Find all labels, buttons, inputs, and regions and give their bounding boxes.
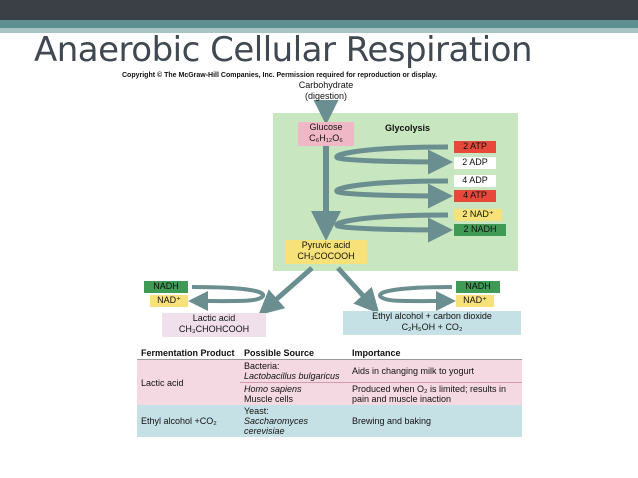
accent-stripe-light [0, 28, 638, 33]
glycolysis-label: Glycolysis [385, 123, 431, 133]
lactic-formula: CH₃CHOHCOOH [178, 324, 250, 334]
arrow-pyruvic-lactic [258, 266, 314, 316]
pyruvic-label: Pyruvic acid [301, 240, 351, 250]
adp2-box: 2 ADP [454, 157, 496, 169]
right-nadh-box: NADH [456, 281, 500, 293]
arrow-nadh-right [377, 285, 456, 312]
row-source: Yeast: Saccharomyces cerevisiae [240, 405, 348, 437]
source-label: Yeast: [244, 406, 269, 416]
table-row: Homo sapiens Muscle cells Produced when … [137, 382, 522, 405]
source-name: Saccharomyces cerevisiae [244, 416, 309, 436]
row-importance: Aids in changing milk to yogurt [348, 359, 522, 383]
atp2-box: 2 ATP [454, 141, 496, 153]
pyruvic-box: Pyruvic acid CH₃COCOOH [285, 240, 367, 264]
top-bar [0, 0, 638, 20]
ethyl-formula: C₂H₅OH + CO₂ [401, 322, 463, 332]
glucose-box: Glucose C₆H₁₂O₆ [298, 122, 354, 146]
header-source: Possible Source [244, 348, 315, 358]
carbohydrate-label: Carbohydrate [298, 80, 354, 90]
fermentation-table: Fermentation Product Possible Source Imp… [137, 347, 522, 437]
row-source: Bacteria: Lactobacillus bulgaricus [240, 359, 348, 383]
row-product: Lactic acid [137, 359, 240, 405]
arrow-nadh-left [188, 285, 266, 312]
row-importance: Produced when O₂ is limited; results in … [348, 382, 522, 405]
pyruvic-formula: CH₃COCOOH [297, 251, 355, 261]
nadh2-box: 2 NADH [454, 224, 506, 236]
glucose-formula: C₆H₁₂O₆ [309, 133, 343, 143]
lactic-label: Lactic acid [192, 313, 236, 323]
arrow-nadh-glyc [334, 212, 453, 243]
source-name: Lactobacillus bulgaricus [244, 371, 340, 381]
row-product: Ethyl alcohol +CO₂ [137, 405, 240, 437]
copyright-notice: Copyright © The McGraw-Hill Companies, I… [122, 72, 438, 79]
right-nad-box: NAD⁺ [456, 295, 494, 307]
adp4-box: 4 ADP [454, 175, 496, 187]
header-importance: Importance [352, 348, 401, 358]
source-label: Bacteria: [244, 361, 280, 371]
ethyl-box: Ethyl alcohol + carbon dioxide C₂H₅OH + … [343, 311, 521, 335]
lactic-box: Lactic acid CH₃CHOHCOOH [162, 313, 266, 337]
glucose-label: Glucose [309, 122, 343, 132]
source-name: Homo sapiens [244, 384, 302, 394]
arrow-atp-4 [334, 178, 453, 209]
header-product: Fermentation Product [141, 348, 235, 358]
slide-title: Anaerobic Cellular Respiration [34, 30, 533, 70]
left-nadh-box: NADH [144, 281, 188, 293]
nad2-box: 2 NAD⁺ [454, 209, 502, 221]
table-row: Lactic acid Bacteria: Lactobacillus bulg… [137, 359, 522, 405]
atp4-box: 4 ATP [454, 190, 496, 202]
digestion-label: (digestion) [304, 91, 348, 101]
table-header-row: Fermentation Product Possible Source Imp… [137, 347, 522, 360]
row-importance: Brewing and baking [348, 405, 522, 437]
accent-stripe [0, 20, 638, 28]
table-row: Ethyl alcohol +CO₂ Yeast: Saccharomyces … [137, 405, 522, 437]
ethyl-label: Ethyl alcohol + carbon dioxide [372, 311, 492, 321]
arrow-pyruvic-ethyl [336, 266, 380, 314]
left-nad-box: NAD⁺ [150, 295, 188, 307]
arrow-atp-2 [334, 144, 453, 175]
source-extra: Muscle cells [244, 394, 294, 404]
row-source: Homo sapiens Muscle cells [240, 382, 348, 405]
